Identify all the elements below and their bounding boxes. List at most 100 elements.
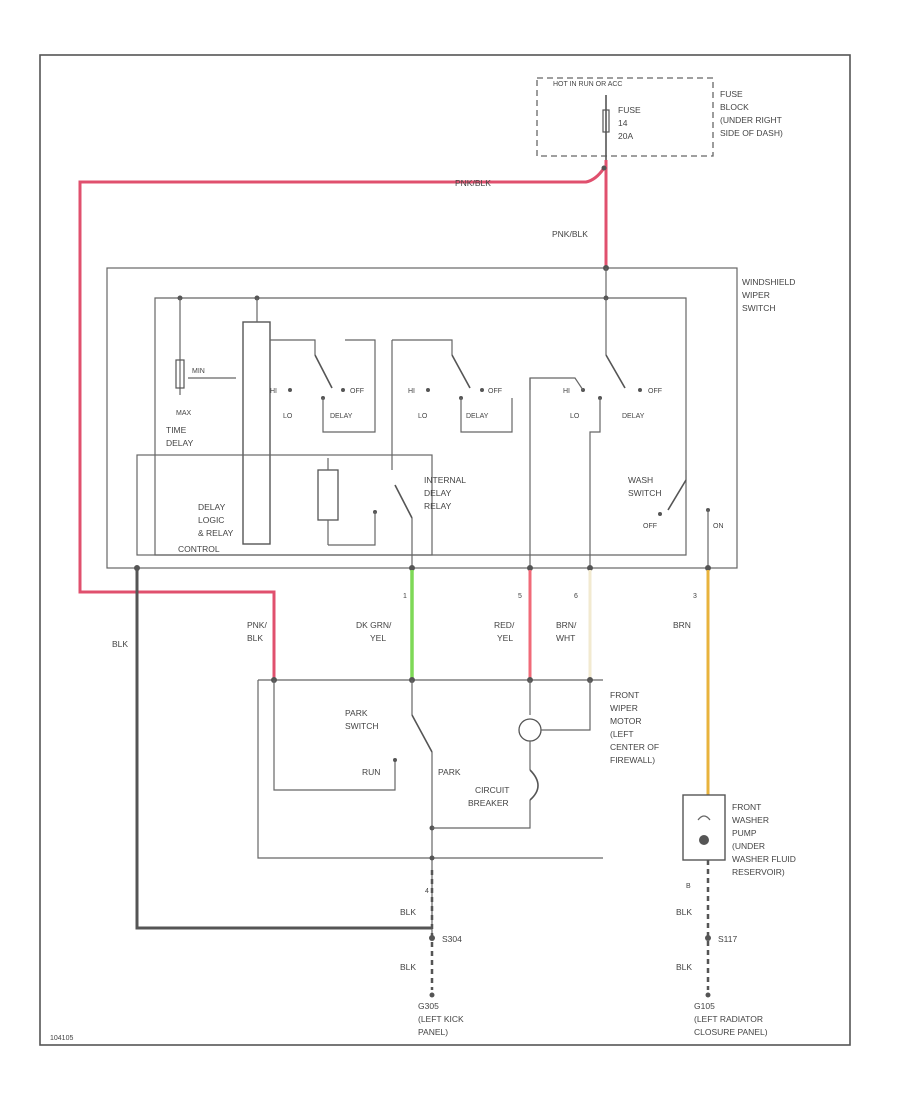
fuse-header: HOT IN RUN OR ACC — [553, 81, 623, 88]
fuse-location-2: BLOCK — [720, 102, 749, 112]
motor-label-5: CENTER OF — [610, 742, 659, 752]
time-delay-label-1: TIME — [166, 425, 187, 435]
brn-wht-label-1: BRN/ — [556, 620, 577, 630]
switch2-hi — [426, 388, 430, 392]
switch2-feed — [392, 339, 453, 355]
switch2-hi-label: HI — [408, 388, 415, 395]
red-yel-label-1: RED/ — [494, 620, 515, 630]
fuse-location-3: (UNDER RIGHT — [720, 115, 782, 125]
breaker-label-2: BREAKER — [468, 798, 509, 808]
diagram-frame — [39, 54, 851, 1046]
fuse-location-4: SIDE OF DASH) — [720, 128, 783, 138]
blk-a-label: BLK — [400, 907, 416, 917]
delay-logic-block — [242, 321, 271, 545]
pnk-blk-wire-loop — [78, 167, 606, 680]
relay-return — [328, 512, 376, 546]
blk-d-label: BLK — [676, 962, 692, 972]
motor-hi-return — [541, 680, 591, 731]
splice-s304 — [429, 935, 435, 941]
pin-1-label: 1 — [403, 593, 407, 600]
blk-ground-wire — [135, 568, 432, 930]
brn-label: BRN — [673, 620, 691, 630]
fuse-location-1: FUSE — [720, 89, 743, 99]
blk-left-label: BLK — [112, 639, 128, 649]
logic-label-1: DELAY — [198, 502, 226, 512]
wash-label-2: SWITCH — [628, 488, 662, 498]
motor-frame — [257, 679, 603, 859]
pin-3-label: 3 — [693, 593, 697, 600]
fuse-rating: 20A — [618, 131, 633, 141]
breaker-return — [432, 800, 531, 829]
motor-label-3: MOTOR — [610, 716, 641, 726]
pin-6-label: 6 — [574, 593, 578, 600]
min-label: MIN — [192, 368, 205, 375]
inner-bus — [154, 297, 687, 556]
switch1-feed — [270, 339, 316, 355]
g305-label-3: PANEL) — [418, 1027, 448, 1037]
motor-label-4: (LEFT — [610, 729, 634, 739]
pnk-blk-lower-label-1: PNK/ — [247, 620, 267, 630]
relay-contact — [394, 484, 413, 519]
g305-label-1: G305 — [418, 1001, 439, 1011]
pump-symbol — [699, 835, 709, 845]
switch1-delay-label: DELAY — [330, 413, 353, 420]
pnk-blk-label-vertical: PNK/BLK — [552, 229, 588, 239]
red-yel-label-2: YEL — [497, 633, 513, 643]
wash-off-contact — [658, 512, 662, 516]
park-label: PARK — [438, 767, 461, 777]
switch-title-3: SWITCH — [742, 303, 776, 313]
logic-label-3: & RELAY — [198, 528, 234, 538]
switch3-hi-link — [529, 377, 584, 391]
fuse-number: 14 — [618, 118, 628, 128]
wiper-switch-box — [106, 267, 738, 569]
connector-pin-5 — [527, 565, 533, 571]
blk-b-label: BLK — [400, 962, 416, 972]
park-switch-label-1: PARK — [345, 708, 368, 718]
switch-title-1: WINDSHIELD — [742, 277, 795, 287]
s117-label: S117 — [718, 934, 737, 944]
switch3-hi-label: HI — [563, 388, 570, 395]
pnk-blk-label-top: PNK/BLK — [455, 178, 491, 188]
relay-label-3: RELAY — [424, 501, 452, 511]
switch1-off-label: OFF — [350, 388, 364, 395]
pin-5-label: 5 — [518, 593, 522, 600]
switch-title-2: WIPER — [742, 290, 770, 300]
park-switch-blade — [411, 714, 433, 753]
splice-s117 — [705, 935, 711, 941]
run-contact-wire — [273, 680, 396, 791]
motor-label-6: FIREWALL) — [610, 755, 655, 765]
relay-label-2: DELAY — [424, 488, 452, 498]
washer-pump-box — [682, 794, 726, 861]
switch2-off-label: OFF — [488, 388, 502, 395]
switch3-off — [638, 388, 642, 392]
g105-label-2: (LEFT RADIATOR — [694, 1014, 763, 1024]
switch3-blade — [605, 354, 626, 389]
switch3-off-label: OFF — [648, 388, 662, 395]
ground-g105 — [705, 992, 711, 998]
park-switch-label-2: SWITCH — [345, 721, 379, 731]
switch1-return — [322, 339, 376, 433]
circuit-breaker-symbol — [529, 769, 539, 801]
switch2-off — [480, 388, 484, 392]
switch1-blade — [314, 354, 333, 389]
connector-pin-6 — [587, 565, 593, 571]
pump-label-5: WASHER FLUID — [732, 854, 796, 864]
max-label: MAX — [176, 410, 192, 417]
pump-label-4: (UNDER — [732, 841, 765, 851]
wash-label-1: WASH — [628, 475, 653, 485]
pump-pin-label: B — [686, 883, 691, 890]
pin-4-label: 4 — [425, 888, 429, 895]
motor-ground-node — [429, 855, 435, 861]
pump-label-1: FRONT — [732, 802, 761, 812]
relay-label-1: INTERNAL — [424, 475, 466, 485]
run-label: RUN — [362, 767, 380, 777]
g105-label-3: CLOSURE PANEL) — [694, 1027, 768, 1037]
motor-symbol — [518, 718, 542, 742]
blk-c-label: BLK — [676, 907, 692, 917]
connector-pin-1 — [409, 565, 415, 571]
g305-label-2: (LEFT KICK — [418, 1014, 464, 1024]
relay-coil — [317, 469, 339, 521]
switch2-return — [460, 398, 513, 433]
s304-label: S304 — [442, 934, 462, 944]
connector-pin-3 — [705, 565, 711, 571]
